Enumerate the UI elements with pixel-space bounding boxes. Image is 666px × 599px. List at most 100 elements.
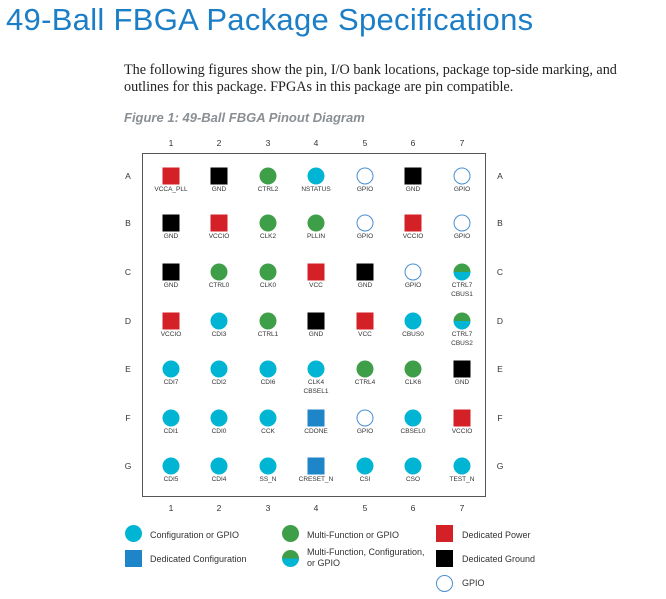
pin-label: CTRL7 CBUS1 (451, 282, 473, 298)
pin-label: GND (211, 186, 227, 193)
pin-label: VCC (309, 282, 323, 289)
pin-B7 (453, 214, 471, 232)
pin-label: GND (454, 379, 470, 386)
column-number-top: 6 (410, 138, 416, 148)
pin-label: CDONE (304, 428, 328, 435)
package-outline (142, 153, 486, 497)
pin-label: CDI0 (211, 428, 227, 435)
pin-A5 (356, 167, 374, 185)
pin-G1 (162, 457, 180, 475)
pin-label: GPIO (356, 428, 374, 435)
pin-label: VCC (358, 331, 372, 338)
pin-label: CDI5 (163, 476, 179, 483)
column-number-bottom: 2 (216, 503, 222, 513)
pin-E1 (162, 360, 180, 378)
pin-C4 (307, 263, 325, 281)
pin-A3 (259, 167, 277, 185)
legend-label: GPIO (462, 578, 485, 588)
pin-E6 (404, 360, 422, 378)
pin-label: CCK (261, 428, 275, 435)
pin-F6 (404, 409, 422, 427)
column-number-top: 7 (459, 138, 465, 148)
pin-label: VCCIO (402, 233, 424, 240)
legend-label: Dedicated Ground (462, 554, 536, 564)
legend-label: Multi-Function or GPIO (307, 530, 400, 540)
pin-D7 (453, 312, 471, 330)
pin-label: CDI3 (211, 331, 227, 338)
pin-label: GND (357, 282, 373, 289)
legend-mix-icon (282, 550, 299, 567)
pin-label: CTRL2 (257, 186, 279, 193)
pin-A4 (307, 167, 325, 185)
pin-label: VCCA_PLL (154, 186, 188, 193)
pin-B4 (307, 214, 325, 232)
pin-label: PLLIN (306, 233, 326, 240)
column-number-top: 4 (313, 138, 319, 148)
pin-A1 (162, 167, 180, 185)
pin-label: CTRL1 (257, 331, 279, 338)
pin-label: CTRL7 CBUS2 (451, 331, 473, 347)
row-letter-right: B (497, 218, 503, 228)
column-number-bottom: 5 (362, 503, 368, 513)
pin-C2 (210, 263, 228, 281)
row-letter-right: E (497, 364, 503, 374)
pin-C7 (453, 263, 471, 281)
pin-label: CLK4 CBSEL1 (303, 379, 329, 395)
pin-B3 (259, 214, 277, 232)
pin-label: CDI7 (163, 379, 179, 386)
row-letter-right: C (496, 267, 504, 277)
pin-D4 (307, 312, 325, 330)
legend-gpio-icon (436, 575, 453, 592)
column-number-bottom: 1 (168, 503, 174, 513)
pin-label: GND (308, 331, 324, 338)
pin-label: GPIO (453, 186, 471, 193)
pin-label: SS_N (259, 476, 277, 483)
column-number-top: 5 (362, 138, 368, 148)
pin-G2 (210, 457, 228, 475)
pin-label: GND (163, 282, 179, 289)
pin-F4 (307, 409, 325, 427)
column-number-bottom: 6 (410, 503, 416, 513)
pin-label: CLK2 (259, 233, 277, 240)
legend-label: Dedicated Configuration (150, 554, 247, 564)
column-number-bottom: 3 (265, 503, 271, 513)
pin-E5 (356, 360, 374, 378)
pin-label: CDI1 (163, 428, 179, 435)
pin-label: GPIO (453, 233, 471, 240)
pin-label: GND (405, 186, 421, 193)
pin-C3 (259, 263, 277, 281)
pin-D5 (356, 312, 374, 330)
pin-label: GPIO (356, 233, 374, 240)
column-number-top: 2 (216, 138, 222, 148)
column-number-top: 1 (168, 138, 174, 148)
pin-B2 (210, 214, 228, 232)
pin-E2 (210, 360, 228, 378)
row-letter-left: C (124, 267, 132, 277)
pin-F2 (210, 409, 228, 427)
row-letter-right: A (497, 171, 503, 181)
column-number-bottom: 7 (459, 503, 465, 513)
row-letter-left: D (124, 316, 132, 326)
pin-F3 (259, 409, 277, 427)
pin-G4 (307, 457, 325, 475)
pin-F5 (356, 409, 374, 427)
legend-label: Dedicated Power (462, 530, 531, 540)
row-letter-left: B (125, 218, 131, 228)
legend-label: Multi-Function, Configuration, or GPIO (307, 547, 425, 568)
column-number-bottom: 4 (313, 503, 319, 513)
legend-mf-icon (282, 525, 299, 542)
pin-label: GPIO (356, 186, 374, 193)
pin-B6 (404, 214, 422, 232)
pin-D2 (210, 312, 228, 330)
pin-F7 (453, 409, 471, 427)
pin-C5 (356, 263, 374, 281)
pin-D3 (259, 312, 277, 330)
row-letter-left: F (125, 413, 131, 423)
pin-E4 (307, 360, 325, 378)
pin-G3 (259, 457, 277, 475)
intro-paragraph: The following figures show the pin, I/O … (124, 62, 617, 95)
pin-label: CTRL0 (208, 282, 230, 289)
legend-cfg-icon (125, 525, 142, 542)
pin-A6 (404, 167, 422, 185)
pin-label: CDI2 (211, 379, 227, 386)
